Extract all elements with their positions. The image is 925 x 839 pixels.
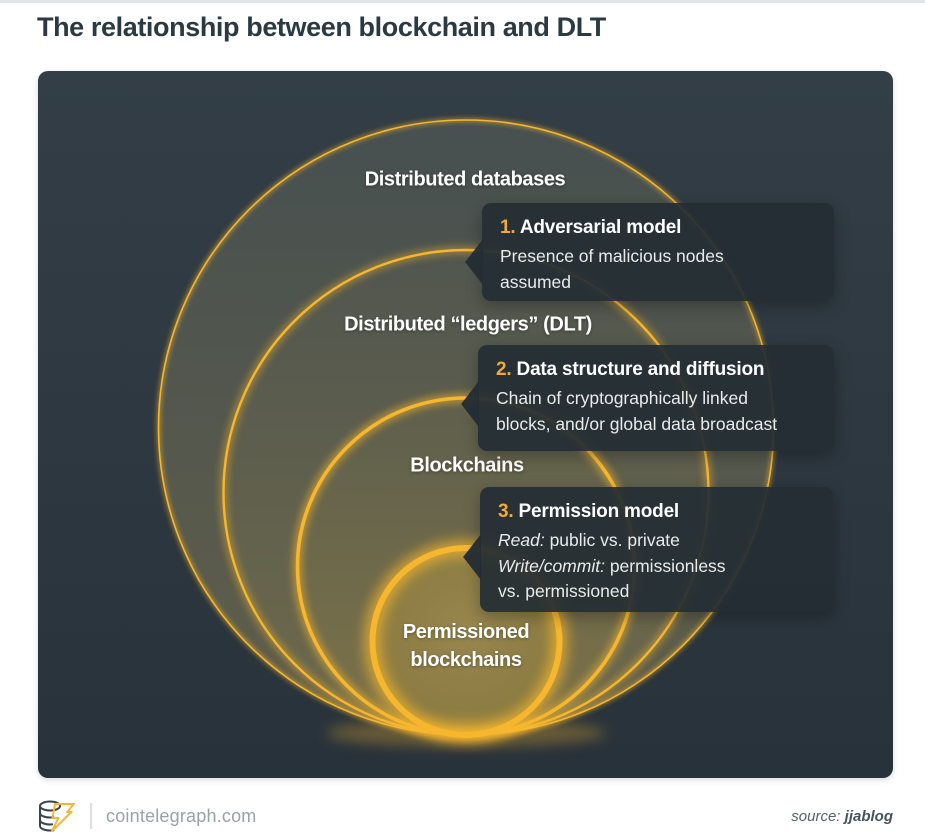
- callout-line: Chain of cryptographically linked: [496, 386, 816, 412]
- callout-title: 2. Data structure and diffusion: [496, 359, 816, 381]
- callout-line: Write/commit: permissionless: [498, 554, 815, 580]
- callout-line-text: public vs. private: [544, 530, 680, 550]
- callout-number: 1.: [500, 217, 516, 238]
- callout-line-text: Chain of cryptographically linked: [496, 388, 748, 408]
- callout-adversarial-model: 1. Adversarial model Presence of malicio…: [465, 203, 834, 301]
- source-credit: source: jjablog: [791, 808, 893, 825]
- callout-line-text: Presence of malicious nodes: [500, 246, 724, 266]
- callout-title-text: Adversarial model: [519, 217, 682, 238]
- callout-title: 1. Adversarial model: [500, 217, 816, 239]
- callout-title-text: Data structure and diffusion: [516, 359, 765, 380]
- bottom-convergence-glow: [326, 719, 606, 747]
- top-strip: [0, 0, 925, 3]
- ring-label-dlt: Distributed “ledgers” (DLT): [344, 313, 592, 336]
- callout-line: Read: public vs. private: [498, 528, 815, 554]
- brand-text: cointelegraph.com: [106, 805, 257, 826]
- source-label: source:: [791, 807, 841, 825]
- page-title: The relationship between blockchain and …: [37, 12, 606, 42]
- footer: cointelegraph.com source: jjablog: [38, 795, 893, 837]
- ring-label-blockchains: Blockchains: [410, 454, 524, 477]
- callout-data-structure: 2. Data structure and diffusion Chain of…: [461, 345, 834, 451]
- callout-line-text: vs. permissioned: [498, 581, 630, 601]
- callout-line: vs. permissioned: [498, 579, 815, 605]
- callout-line-text: blocks, and/or global data broadcast: [496, 413, 778, 434]
- diagram-panel: Distributed databases Distributed “ledge…: [38, 71, 893, 778]
- callout-title: 3. Permission model: [498, 501, 815, 523]
- callout-line-text: assumed: [500, 271, 572, 292]
- callout-line: blocks, and/or global data broadcast: [496, 412, 816, 438]
- callout-permission-model: 3. Permission model Read: public vs. pri…: [463, 487, 833, 612]
- ring-label-permissioned-blockchains: Permissioned blockchains: [402, 621, 530, 671]
- callout-number: 3.: [498, 501, 514, 522]
- callout-line-lead: Write/commit:: [498, 555, 605, 576]
- cointelegraph-logo-icon: [39, 800, 75, 832]
- callout-number: 2.: [496, 359, 512, 380]
- callout-title-text: Permission model: [518, 501, 680, 522]
- source-value: jjablog: [844, 807, 893, 825]
- footer-brand: cointelegraph.com: [38, 798, 257, 834]
- callout-line: assumed: [500, 270, 816, 296]
- callout-line: Presence of malicious nodes: [500, 244, 816, 270]
- lightning-bolt: [51, 803, 75, 832]
- callout-line-lead: Read:: [498, 530, 545, 550]
- callout-line-text: permissionless: [604, 555, 726, 576]
- ring-label-distributed-databases: Distributed databases: [364, 168, 566, 191]
- footer-divider: [90, 803, 92, 829]
